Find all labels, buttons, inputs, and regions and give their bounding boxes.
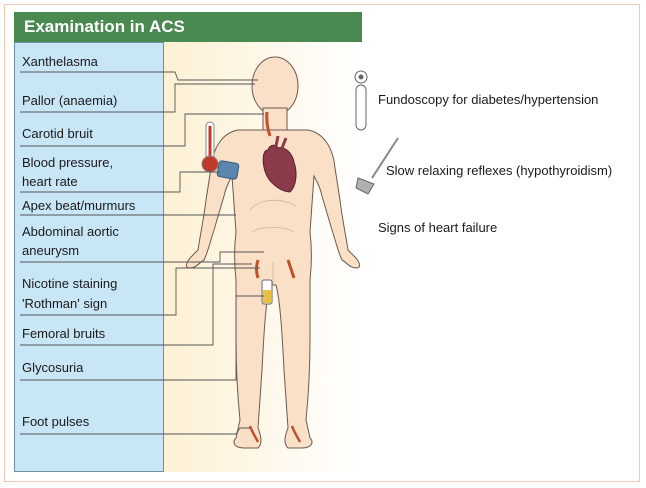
label-foot-pulses: Foot pulses [22,414,90,429]
label-femoral-bruits: Femoral bruits [22,326,106,341]
label-abdominal-aortic: Abdominal aortic [22,224,119,239]
label-carotid-bruit: Carotid bruit [22,126,93,141]
ophthalmoscope-icon [354,70,368,131]
label-heart-rate: heart rate [22,174,78,189]
carotid-artery [265,111,272,137]
label-pallor: Pallor (anaemia) [22,93,118,108]
label-glycosuria: Glycosuria [22,360,84,375]
figure-frame [4,4,640,482]
label-xanthelasma: Xanthelasma [22,54,98,69]
label-slow-reflexes: Slow relaxing reflexes (hypothyroidism) [386,163,613,178]
label-rothman-sign: 'Rothman' sign [22,296,108,311]
label-blood-pressure: Blood pressure, [22,155,114,170]
reflex-hammer-icon [355,137,399,195]
label-apex-beat: Apex beat/murmurs [22,198,136,213]
left-label-panel [14,42,164,472]
label-nicotine-staining: Nicotine staining [22,276,118,291]
foot-artery-left [290,425,302,443]
label-fundoscopy: Fundoscopy for diabetes/hypertension [378,92,599,107]
label-aneurysm: aneurysm [22,243,80,258]
body-contours [249,199,297,285]
heart-icon [262,135,297,193]
figure-title: Examination in ACS [14,12,362,42]
leader-lines [20,71,264,435]
thermometer-icon [201,121,219,173]
femoral-artery-left [286,259,296,279]
bp-cuff [216,160,240,180]
body-silhouette [185,56,361,449]
label-heart-failure: Signs of heart failure [378,220,498,235]
urine-tube-icon [261,279,273,305]
foot-artery-right [248,425,260,443]
femoral-artery-right [255,259,260,279]
